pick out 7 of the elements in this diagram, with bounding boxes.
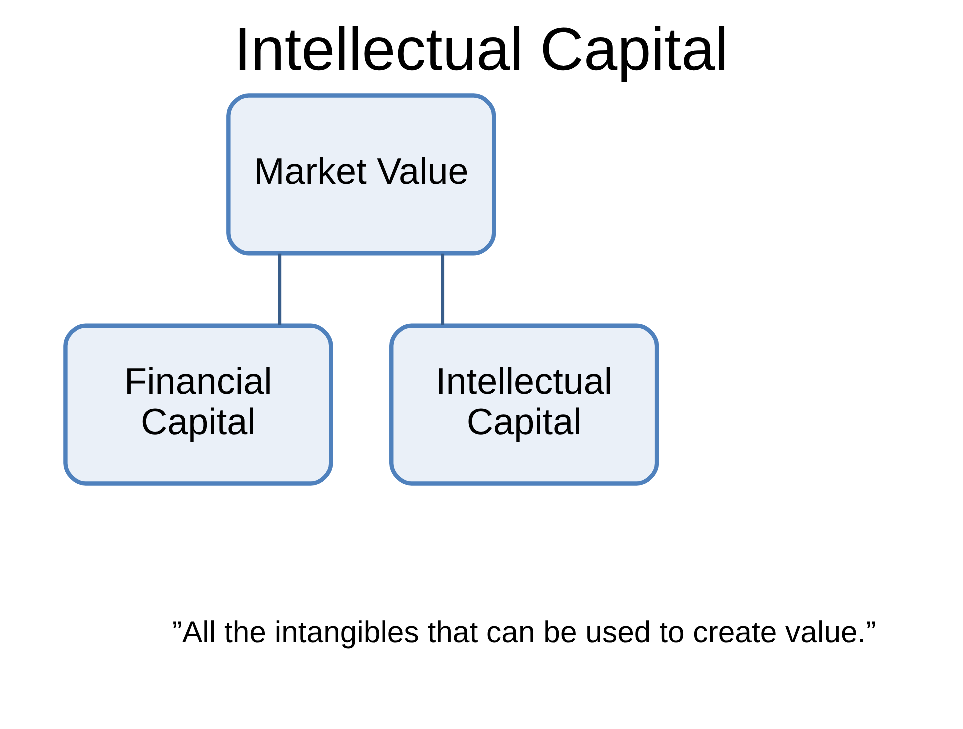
node-box: Financial Capital xyxy=(64,324,334,486)
connector xyxy=(441,254,445,326)
caption: ”All the intangibles that can be used to create value.” xyxy=(172,616,876,650)
node-box: Market Value xyxy=(226,94,496,256)
node-box: Intellectual Capital xyxy=(390,324,660,486)
diagram-title: Intellectual Capital xyxy=(234,15,729,84)
connector xyxy=(278,254,282,326)
